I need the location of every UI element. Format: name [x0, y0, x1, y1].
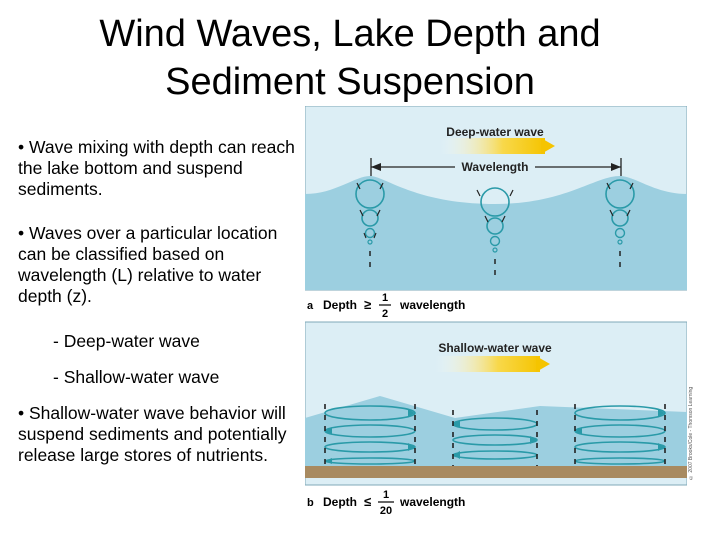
panel-a-wavelength-word: wavelength	[399, 298, 465, 312]
panel-b-shallow-water: Shallow-water wave	[304, 321, 688, 486]
panel-a-deep-water: Deep-water wave Wavelength	[304, 105, 688, 291]
wave-figure: Deep-water wave Wavelength	[304, 105, 688, 529]
panel-a-water	[305, 176, 687, 290]
panel-b-wavelength-word: wavelength	[399, 495, 465, 509]
panel-b-letter: b	[307, 497, 314, 509]
panel-a-wavelength-left-arrow	[371, 163, 381, 171]
bullet-wave-classification: • Waves over a particular location can b…	[18, 223, 278, 306]
panel-a-title: Deep-water wave	[446, 125, 544, 139]
panel-a-denominator: 2	[382, 308, 388, 320]
title-line-1: Wind Waves, Lake Depth and	[99, 13, 601, 55]
panel-a-direction-arrow	[541, 138, 555, 154]
panel-a-gold-band	[440, 138, 545, 154]
panel-a-orbit-column-right	[605, 179, 635, 267]
panel-b-title: Shallow-water wave	[438, 341, 552, 355]
panel-a-orbit-column-left	[355, 179, 385, 267]
slide-title: Wind Waves, Lake Depth and Sediment Susp…	[0, 10, 700, 106]
panel-a-wavelength-label-bg	[455, 159, 535, 175]
panel-b-direction-arrow	[536, 356, 550, 372]
panel-a-numerator: 1	[382, 292, 388, 304]
title-line-2: Sediment Suspension	[165, 61, 535, 103]
copyright-credit: © 2007 Brooks/Cole - Thomson Learning	[688, 386, 694, 480]
panel-b-depth: Depth	[323, 495, 357, 509]
panel-b-water	[305, 396, 687, 476]
panel-a-orbit-column-middle	[476, 187, 514, 275]
panel-b-caption: b Depth ≤ 1 20 wavelength	[307, 489, 465, 517]
panel-a-letter: a	[307, 300, 314, 312]
panel-b-relation: ≤	[364, 494, 371, 509]
panel-b-dashed-guides	[324, 404, 666, 466]
panel-a-wavelength-label: Wavelength	[462, 160, 529, 174]
sub-bullet-shallow-water: - Shallow-water wave	[53, 367, 220, 387]
panel-a-depth: Depth	[323, 298, 357, 312]
bullet-shallow-behavior: • Shallow-water wave behavior will suspe…	[18, 403, 287, 465]
panel-b-denominator: 20	[380, 505, 392, 517]
sub-bullet-deep-water: - Deep-water wave	[53, 331, 200, 351]
panel-a-relation: ≥	[364, 297, 371, 312]
panel-a-caption: a Depth ≥ 1 2 wavelength	[307, 292, 465, 320]
panel-b-sediment-bed	[305, 466, 687, 478]
panel-b-gold-band	[435, 356, 540, 372]
panel-a-wavelength-right-arrow	[611, 163, 621, 171]
panel-b-numerator: 1	[383, 489, 389, 501]
bullet-wave-mixing: • Wave mixing with depth can reach the l…	[18, 137, 295, 199]
wave-diagram: Deep-water wave Wavelength	[304, 105, 688, 517]
